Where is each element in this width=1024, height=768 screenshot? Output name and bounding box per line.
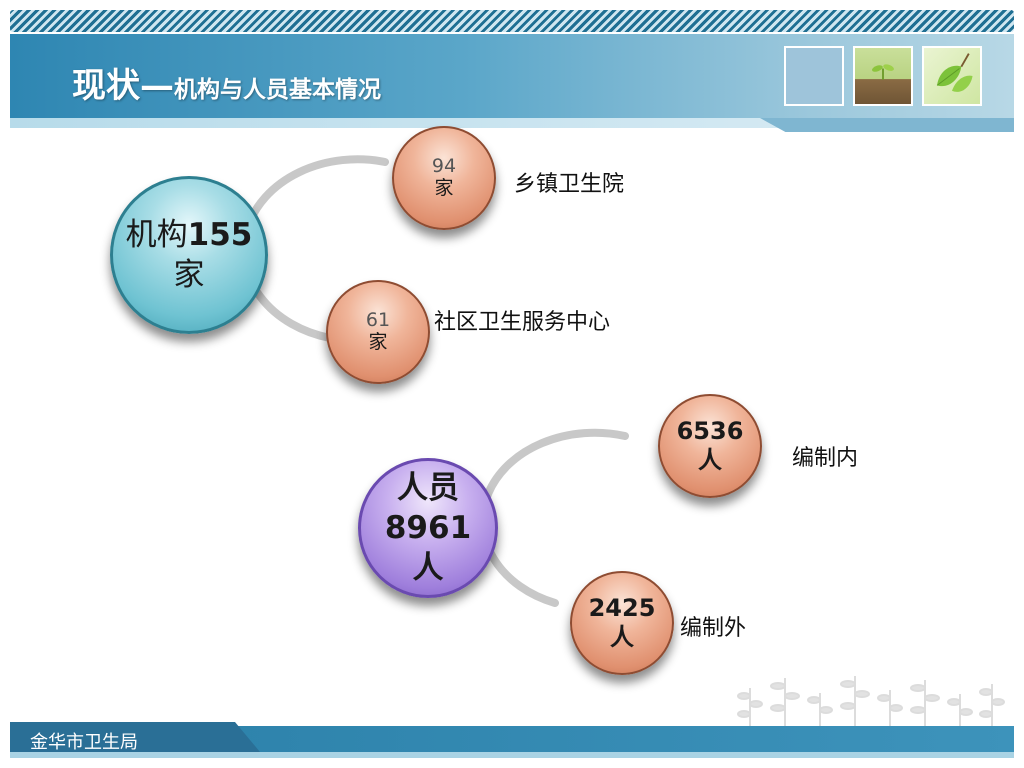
personnel-total-count: 8961 bbox=[384, 509, 472, 546]
in-establishment-unit: 人 bbox=[698, 446, 722, 474]
header-stripe bbox=[10, 10, 1014, 32]
in-establishment-count: 6536 bbox=[676, 417, 744, 446]
personnel-label-line1: 人员 bbox=[397, 469, 459, 506]
out-establishment-label: 编制外 bbox=[680, 616, 747, 641]
institutions-label-suffix: 家 bbox=[173, 257, 205, 293]
community-center-node: 61 家 bbox=[326, 280, 430, 384]
out-establishment-unit: 人 bbox=[610, 623, 634, 651]
institutions-total-label: 机构155 家 bbox=[113, 215, 265, 296]
footer-org-name: 金华市卫生局 bbox=[30, 732, 138, 753]
township-hospital-count: 94 bbox=[431, 155, 457, 178]
personnel-label-line3: 人 bbox=[412, 550, 444, 587]
institutions-label-prefix: 机构 bbox=[125, 216, 188, 253]
blank-thumbnail bbox=[784, 46, 844, 106]
leaf-photo-icon bbox=[922, 46, 982, 106]
in-establishment-node: 6536 人 bbox=[658, 394, 762, 498]
township-hospital-unit: 家 bbox=[434, 177, 454, 200]
footer-tab bbox=[10, 722, 260, 752]
title-sub: 机构与人员基本情况 bbox=[174, 77, 381, 103]
page-title: 现状—机构与人员基本情况 bbox=[72, 58, 381, 107]
plant-silhouette-decoration bbox=[737, 676, 1005, 738]
out-establishment-node: 2425 人 bbox=[570, 571, 674, 675]
community-center-count: 61 bbox=[365, 309, 391, 332]
header-underline bbox=[10, 118, 1014, 128]
out-establishment-count: 2425 bbox=[588, 594, 656, 623]
community-center-unit: 家 bbox=[368, 331, 388, 354]
footer-line bbox=[10, 752, 1014, 758]
title-main: 现状— bbox=[72, 66, 174, 106]
in-establishment-label: 编制内 bbox=[792, 446, 859, 471]
township-hospital-label: 乡镇卫生院 bbox=[514, 172, 625, 197]
sprout-photo-icon bbox=[853, 46, 913, 106]
institutions-total-node: 机构155 家 bbox=[110, 176, 268, 334]
institutions-total-count: 155 bbox=[187, 216, 253, 253]
header-underline-accent bbox=[760, 118, 1014, 132]
community-center-label: 社区卫生服务中心 bbox=[434, 310, 611, 335]
township-hospital-node: 94 家 bbox=[392, 126, 496, 230]
personnel-total-node: 人员 8961 人 bbox=[358, 458, 498, 598]
header-band bbox=[10, 34, 1014, 118]
